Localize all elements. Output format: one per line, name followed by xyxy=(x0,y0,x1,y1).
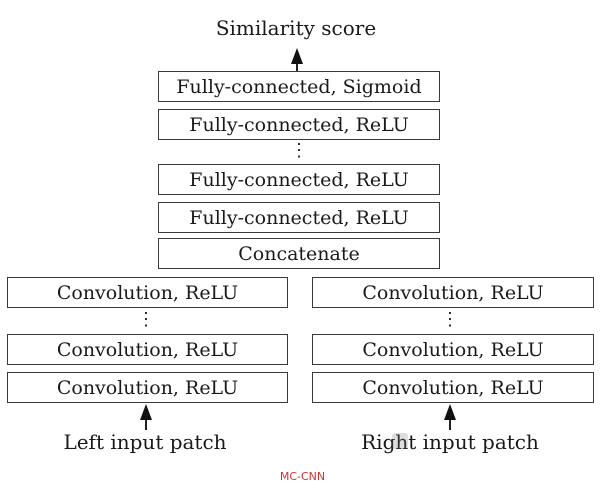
fc-relu-layer-top: Fully-connected, ReLU xyxy=(158,109,440,140)
fc-sigmoid-layer: Fully-connected, Sigmoid xyxy=(158,71,440,102)
head-ellipsis: ⋮ xyxy=(290,140,308,161)
left-input-arrowhead xyxy=(140,404,152,420)
right-input-arrowhead xyxy=(444,404,456,420)
left-conv-layer-middle: Convolution, ReLU xyxy=(7,334,288,365)
output-arrowhead xyxy=(291,48,303,64)
right-ellipsis: ⋮ xyxy=(441,309,459,330)
right-conv-layer-middle: Convolution, ReLU xyxy=(312,334,594,365)
fc-relu-layer-middle: Fully-connected, ReLU xyxy=(158,164,440,195)
similarity-score-label: Similarity score xyxy=(215,16,377,40)
right-conv-layer-top: Convolution, ReLU xyxy=(312,277,594,308)
left-conv-layer-top: Convolution, ReLU xyxy=(7,277,288,308)
left-input-label: Left input patch xyxy=(63,430,227,454)
left-ellipsis: ⋮ xyxy=(137,309,155,330)
left-input-arrow xyxy=(145,416,147,430)
left-conv-layer-bottom: Convolution, ReLU xyxy=(7,372,288,403)
watermark-icon xyxy=(392,433,408,449)
right-input-label: Right input patch xyxy=(361,430,539,454)
figure-caption: MC-CNN xyxy=(279,470,326,483)
output-arrow xyxy=(296,57,298,73)
right-input-arrow xyxy=(449,416,451,430)
fc-relu-layer-bottom: Fully-connected, ReLU xyxy=(158,202,440,233)
right-conv-layer-bottom: Convolution, ReLU xyxy=(312,372,594,403)
concatenate-layer: Concatenate xyxy=(158,238,440,269)
